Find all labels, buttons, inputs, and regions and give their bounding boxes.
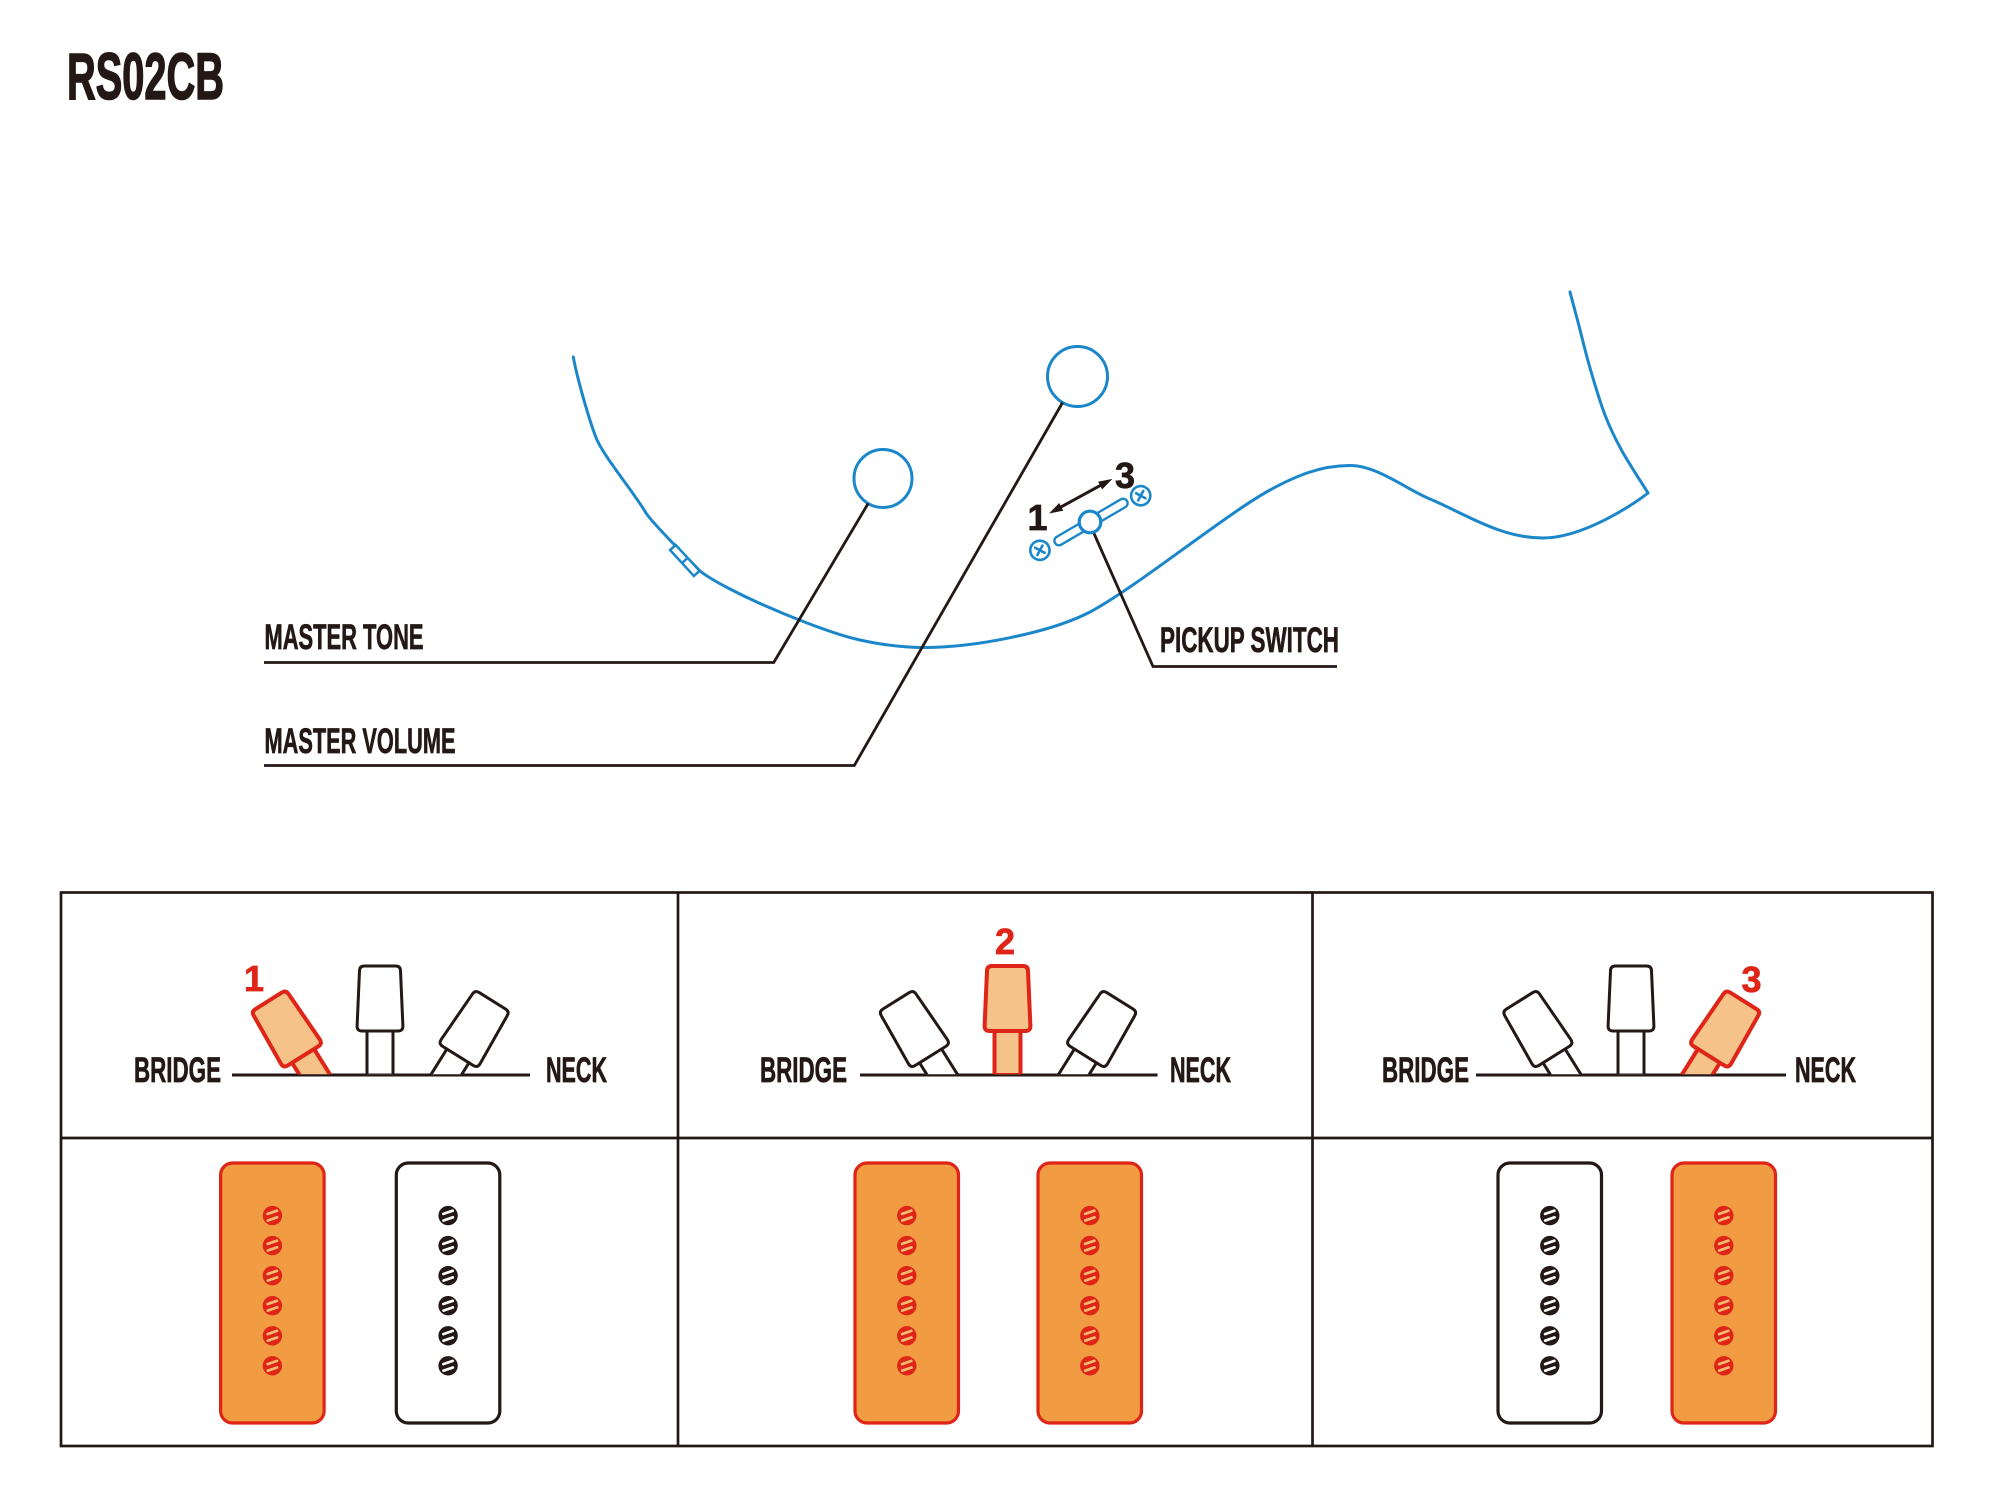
svg-text:RS02CB: RS02CB bbox=[67, 39, 224, 113]
svg-text:BRIDGE: BRIDGE bbox=[1382, 1050, 1469, 1090]
svg-text:2: 2 bbox=[995, 921, 1015, 962]
svg-text:NECK: NECK bbox=[1795, 1050, 1856, 1090]
svg-text:MASTER TONE: MASTER TONE bbox=[265, 618, 424, 657]
svg-text:NECK: NECK bbox=[1170, 1050, 1231, 1090]
svg-text:1: 1 bbox=[1027, 497, 1047, 538]
svg-text:NECK: NECK bbox=[546, 1050, 607, 1090]
svg-text:3: 3 bbox=[1115, 455, 1135, 496]
svg-text:BRIDGE: BRIDGE bbox=[134, 1050, 221, 1090]
svg-text:BRIDGE: BRIDGE bbox=[760, 1050, 847, 1090]
svg-text:3: 3 bbox=[1741, 959, 1761, 1000]
svg-text:MASTER VOLUME: MASTER VOLUME bbox=[265, 722, 456, 761]
svg-text:1: 1 bbox=[244, 958, 264, 999]
svg-text:PICKUP SWITCH: PICKUP SWITCH bbox=[1160, 621, 1339, 660]
